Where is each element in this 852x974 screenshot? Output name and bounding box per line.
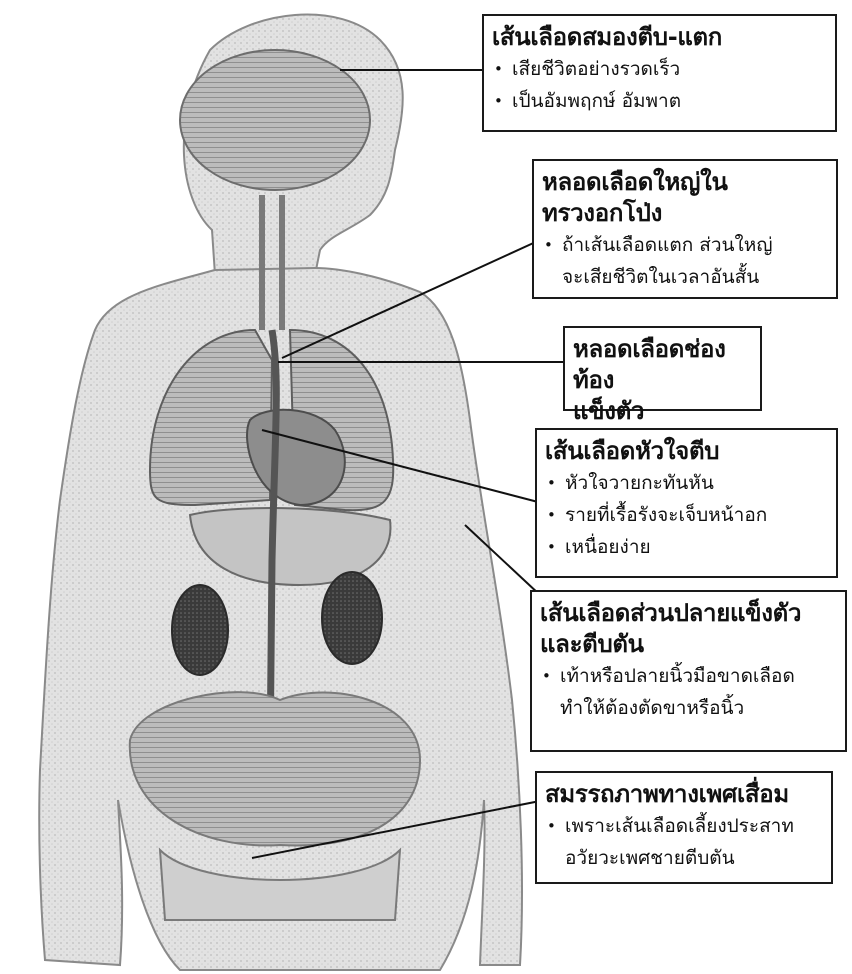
- bullet-icon: •: [544, 229, 553, 261]
- bullet-icon: •: [547, 810, 556, 842]
- callout-title: สมรรถภาพทางเพศเสื่อม: [545, 779, 823, 810]
- right-kidney: [322, 572, 382, 664]
- left-kidney: [172, 585, 228, 675]
- callout-bullet: •รายที่เรื้อรังจะเจ็บหน้าอก: [545, 499, 828, 531]
- bullet-icon: •: [547, 499, 556, 531]
- callout-thoracic-aneurysm: หลอดเลือดใหญ่ใน ทรวงอกโป่ง •ถ้าเส้นเลือด…: [532, 159, 838, 299]
- torso-outline: [39, 268, 522, 970]
- bullet-icon: •: [547, 531, 556, 563]
- callout-abdominal-atherosclerosis: หลอดเลือดช่องท้อง แข็งตัว: [563, 326, 762, 411]
- callout-bullet: •เพราะเส้นเลือดเลี้ยงประสาท อวัยวะเพศชาย…: [545, 810, 823, 874]
- callout-brain-stroke: เส้นเลือดสมองตีบ-แตก •เสียชีวิตอย่างรวดเ…: [482, 14, 837, 132]
- callout-title: เส้นเลือดสมองตีบ-แตก: [492, 22, 827, 53]
- bullet-icon: •: [542, 660, 551, 692]
- bullet-icon: •: [494, 85, 503, 117]
- callout-bullet: •เหนื่อยง่าย: [545, 531, 828, 563]
- callout-title: เส้นเลือดหัวใจตีบ: [545, 436, 828, 467]
- callout-bullet: •เสียชีวิตอย่างรวดเร็ว: [492, 53, 827, 85]
- callout-bullet: •หัวใจวายกะทันหัน: [545, 467, 828, 499]
- callout-bullet: •เท้าหรือปลายนิ้วมือขาดเลือด ทำให้ต้องตั…: [540, 660, 837, 724]
- callout-peripheral-arterial: เส้นเลือดส่วนปลายแข็งตัว และตีบตัน •เท้า…: [530, 590, 847, 752]
- callout-bullet: •ถ้าเส้นเลือดแตก ส่วนใหญ่ จะเสียชีวิตในเ…: [542, 229, 828, 293]
- bullet-icon: •: [494, 53, 503, 85]
- callout-title: หลอดเลือดใหญ่ใน ทรวงอกโป่ง: [542, 167, 828, 229]
- callout-title: หลอดเลือดช่องท้อง แข็งตัว: [573, 334, 752, 427]
- callout-erectile-dysfunction: สมรรถภาพทางเพศเสื่อม •เพราะเส้นเลือดเลี้…: [535, 771, 833, 884]
- callout-coronary-stenosis: เส้นเลือดหัวใจตีบ •หัวใจวายกะทันหัน •ราย…: [535, 428, 838, 578]
- callout-bullet: •เป็นอัมพฤกษ์ อัมพาต: [492, 85, 827, 117]
- bullet-icon: •: [547, 467, 556, 499]
- callout-title: เส้นเลือดส่วนปลายแข็งตัว และตีบตัน: [540, 598, 837, 660]
